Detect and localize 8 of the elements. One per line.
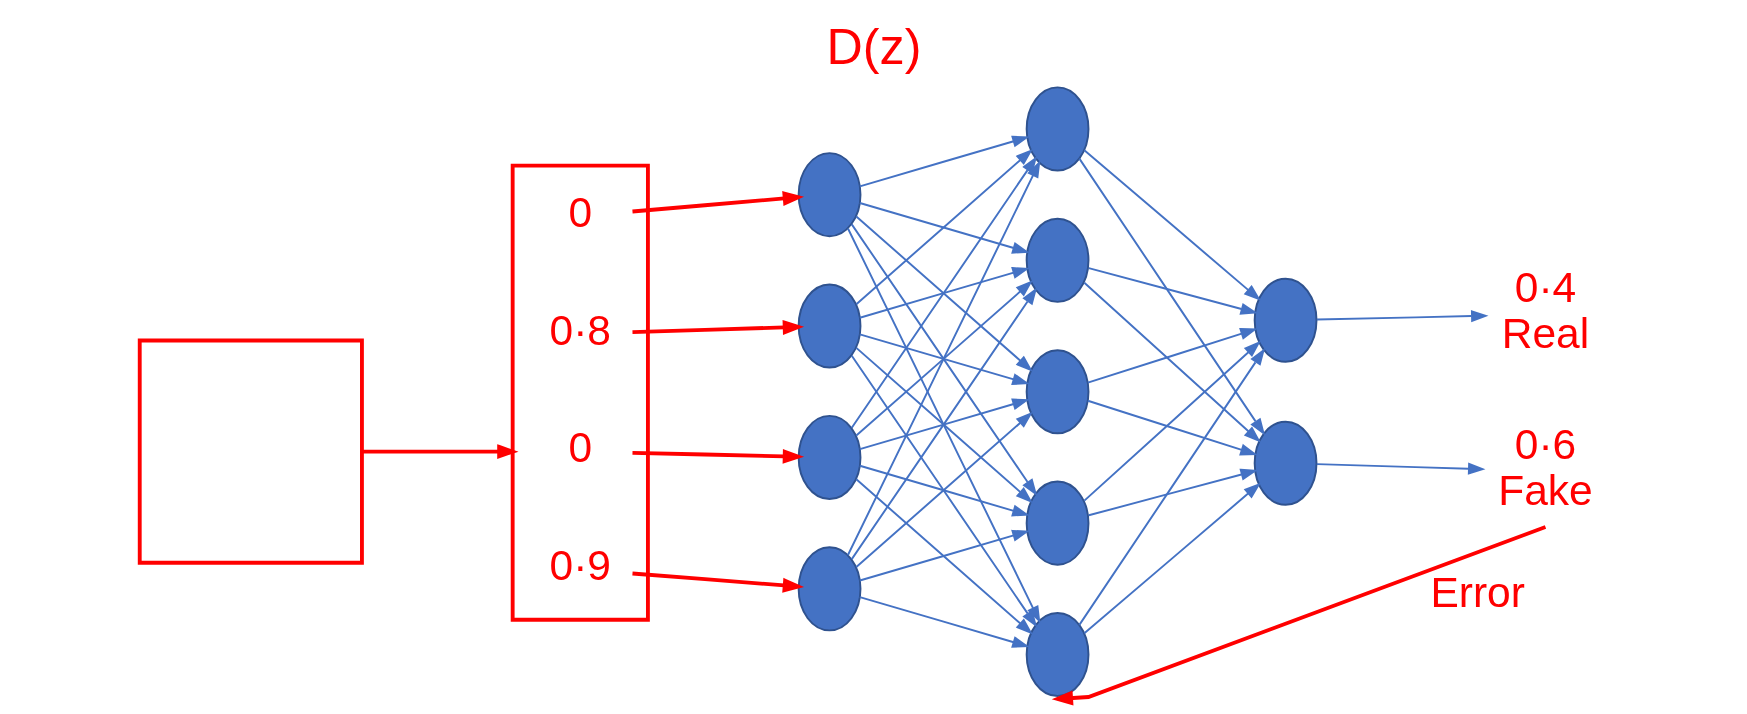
node-text: 0·6 Fake <box>1497 420 1593 514</box>
node-text: 0 <box>567 188 592 236</box>
edge-label: Error <box>1429 568 1525 616</box>
node-text: 0·9 <box>549 542 611 590</box>
node-text: 0·4 Real <box>1501 264 1589 358</box>
node-text: 0·8 <box>549 306 611 354</box>
node-text: 0 <box>567 424 592 472</box>
diagram-title: D(z) <box>826 18 921 75</box>
